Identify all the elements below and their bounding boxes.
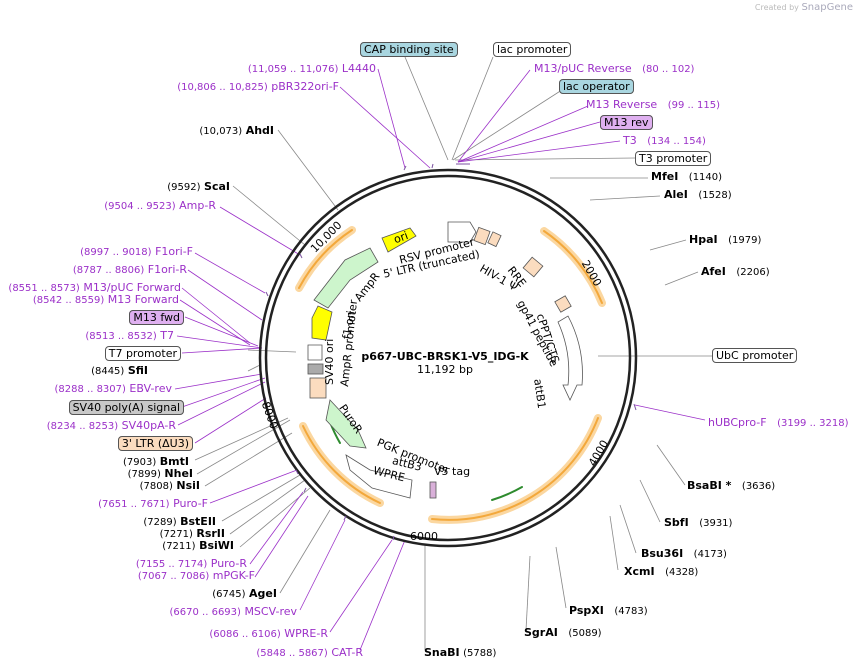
snapgene-logo: SnapGene: [801, 2, 853, 13]
label-EBV-rev[interactable]: (8288 .. 8307) EBV-rev: [54, 382, 173, 395]
label-BstEII[interactable]: (7289) BstEII: [143, 515, 216, 528]
label-MSCV-rev[interactable]: (6670 .. 6693) MSCV-rev: [169, 605, 297, 618]
feature-label: V5 tag: [434, 465, 471, 478]
label-BmtI[interactable]: (7903) BmtI: [123, 455, 189, 468]
label-T3-promoter[interactable]: T3 promoter: [635, 151, 712, 166]
plasmid-size: 11,192 bp: [417, 363, 473, 376]
label-M13-pUC-Forward[interactable]: (8551 .. 8573) M13/pUC Forward: [8, 281, 181, 294]
backbone-outer-ring: [258, 168, 638, 548]
label-lac-promoter[interactable]: lac promoter: [493, 42, 572, 57]
label-MfeI[interactable]: MfeI (1140): [651, 170, 723, 183]
label-SgrAI[interactable]: SgrAI (5089): [524, 626, 602, 639]
label-Amp-R[interactable]: (9504 .. 9523) Amp-R: [104, 199, 216, 212]
label-lac-operator[interactable]: lac operator: [559, 79, 634, 94]
label-HpaI[interactable]: HpaI (1979): [689, 233, 762, 246]
plasmid-title-block: p667-UBC-BRSK1-V5_IDG-K 11,192 bp: [360, 350, 530, 376]
label-SV40pA-R[interactable]: (8234 .. 8253) SV40pA-R: [46, 419, 176, 432]
label-WPRE-R[interactable]: (6086 .. 6106) WPRE-R: [209, 627, 328, 640]
label-T7-promoter[interactable]: T7 promoter: [104, 346, 181, 361]
label-hUBCpro-F[interactable]: hUBCpro-F (3199 .. 3218): [708, 416, 849, 429]
label-SbfI[interactable]: SbfI (3931): [664, 516, 733, 529]
label-ScaI[interactable]: (9592) ScaI: [167, 180, 230, 193]
label-AleI[interactable]: AleI (1528): [664, 188, 732, 201]
label-CAT-R[interactable]: (5848 .. 5867) CAT-R: [256, 646, 363, 659]
label-Bsu36I[interactable]: Bsu36I (4173): [641, 547, 727, 560]
feature-label: SV40 ori: [323, 338, 336, 385]
backbone-inner-ring: [264, 174, 632, 542]
label-SfiI[interactable]: (8445) SfiI: [91, 364, 148, 377]
primer-ticks: [265, 163, 637, 541]
label-F1ori-R[interactable]: (8787 .. 8806) F1ori-R: [72, 263, 187, 276]
label-BsiWI[interactable]: (7211) BsiWI: [162, 539, 234, 552]
label-3-LTR[interactable]: 3' LTR (ΔU3): [117, 436, 193, 451]
label-XcmI[interactable]: XcmI (4328): [624, 565, 699, 578]
label-L4440[interactable]: (11,059 .. 11,076) L4440: [247, 62, 376, 75]
tick-label: 6000: [410, 530, 438, 543]
created-by-text: Created by: [754, 3, 799, 12]
label-M13-fwd[interactable]: M13 fwd: [129, 310, 184, 325]
plasmid-name: p667-UBC-BRSK1-V5_IDG-K: [361, 350, 529, 363]
label-Puro-R[interactable]: (7155 .. 7174) Puro-R: [135, 557, 247, 570]
primer-leader-lines: [174, 68, 706, 651]
label-Puro-F[interactable]: (7651 .. 7671) Puro-F: [98, 497, 208, 510]
label-NsiI[interactable]: (7808) NsiI: [139, 479, 200, 492]
label-M13-pUC-Reverse[interactable]: M13/pUC Reverse (80 .. 102): [534, 62, 695, 75]
label-BsaBI[interactable]: BsaBI * (3636): [687, 479, 776, 492]
label-M13-rev[interactable]: M13 rev: [600, 115, 653, 130]
label-SV40-polyA-signal[interactable]: SV40 poly(A) signal: [68, 400, 184, 415]
label-UbC-promoter[interactable]: UbC promoter: [712, 348, 798, 363]
label-NheI[interactable]: (7899) NheI: [127, 467, 193, 480]
label-PspXI[interactable]: PspXI (4783): [569, 604, 648, 617]
label-SnaBI[interactable]: SnaBI (5788): [424, 646, 497, 659]
label-CAP-binding-site[interactable]: CAP binding site: [360, 42, 458, 57]
label-M13-Forward[interactable]: (8542 .. 8559) M13 Forward: [32, 293, 179, 306]
label-T7[interactable]: (8513 .. 8532) T7: [85, 329, 174, 342]
label-pBR322ori-F[interactable]: (10,806 .. 10,825) pBR322ori-F: [177, 80, 339, 93]
label-T3[interactable]: T3 (134 .. 154): [623, 134, 706, 147]
label-M13-Reverse[interactable]: M13 Reverse (99 .. 115): [586, 98, 721, 111]
label-F1ori-F[interactable]: (8997 .. 9018) F1ori-F: [80, 245, 193, 258]
snapgene-branding: Created by SnapGene: [755, 2, 853, 13]
orange-feature-arcs: [295, 226, 606, 524]
inner-features: [307, 221, 583, 499]
label-AgeI[interactable]: (6745) AgeI: [212, 587, 277, 600]
label-AhdI[interactable]: (10,073) AhdI: [199, 124, 274, 137]
label-mPGK-F[interactable]: (7067 .. 7086) mPGK-F: [137, 569, 255, 582]
label-RsrII[interactable]: (7271) RsrII: [159, 527, 225, 540]
label-AfeI[interactable]: AfeI (2206): [701, 265, 770, 278]
